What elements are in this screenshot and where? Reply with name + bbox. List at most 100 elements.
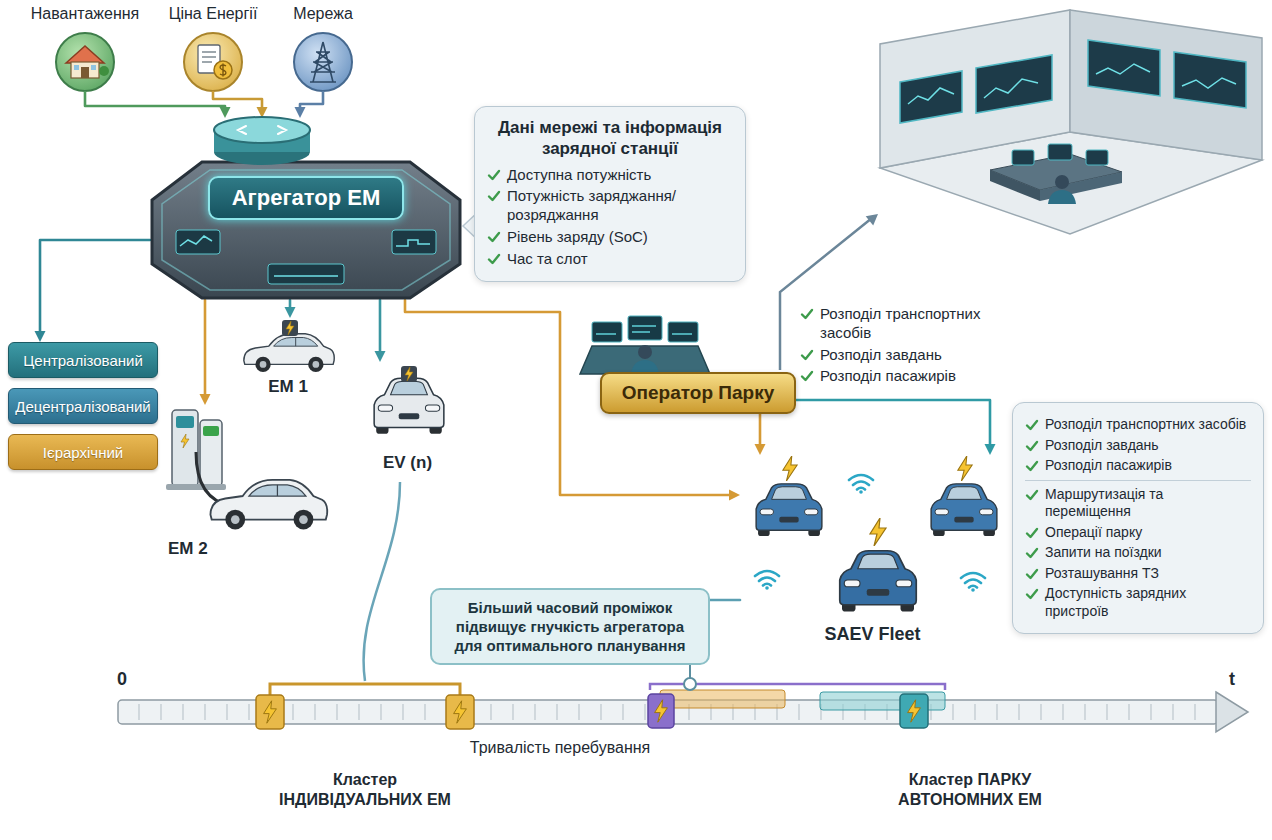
connector-line — [796, 400, 990, 446]
check-item: Запити на поїздки — [1025, 544, 1251, 562]
connector-line — [759, 414, 762, 446]
connector-line — [379, 300, 382, 353]
individual-vehicles-part — [286, 321, 294, 335]
mode-label: Централізований — [23, 352, 143, 369]
source-icon-node: Мережа — [273, 4, 373, 92]
check-item: Потужність заряджання/ розряджання — [487, 187, 733, 225]
control-room-part — [1012, 150, 1034, 165]
check-mark — [1025, 587, 1039, 601]
load-icon-part — [91, 65, 96, 70]
check-mark-stroke — [1027, 529, 1037, 537]
individual-cluster-marks-part — [256, 695, 284, 729]
source-icon-node: Ціна Енергії — [157, 4, 269, 92]
mode-button: Централізований — [8, 342, 158, 378]
check-item: Доступна потужність — [487, 166, 733, 185]
operator-badge: Оператор Парку — [600, 372, 796, 414]
operator-desk-part — [596, 326, 692, 334]
individual-vehicles-part — [172, 410, 198, 486]
operator-desk — [580, 316, 710, 374]
price-icon-part — [202, 52, 216, 62]
price-icon — [184, 33, 242, 91]
individual-vehicles-part — [374, 378, 444, 433]
mode-button: Ієрархічний — [8, 434, 158, 470]
individual-cluster-marks-part — [264, 701, 277, 723]
mode-label: Децентралізований — [15, 398, 150, 415]
check-mark-stroke — [1027, 442, 1037, 450]
connector-line — [213, 92, 262, 109]
check-item-text: Розподіл завдань — [820, 346, 942, 365]
annotation-label: Кластер ПАРКУ АВТОНОМНИХ ЕМ — [860, 770, 1080, 810]
check-mark — [1025, 526, 1039, 540]
control-room-part — [1088, 40, 1160, 96]
control-room-part — [1055, 175, 1069, 189]
autonomous-fleet-part — [783, 456, 797, 481]
check-mark — [487, 168, 501, 182]
connector — [35, 240, 151, 342]
connector-line — [300, 92, 323, 109]
individual-vehicles-part — [401, 366, 417, 382]
autonomous-fleet — [755, 456, 997, 612]
connector — [796, 400, 996, 455]
check-mark-stroke — [489, 233, 499, 241]
aggregator-shape-part — [392, 230, 436, 254]
info-panel: Дані мережі та інформація зарядної станц… — [474, 106, 746, 282]
check-item-text: Розподіл транспортних засобів — [820, 305, 1015, 343]
check-mark — [1025, 459, 1039, 473]
load-icon-part — [66, 46, 104, 63]
vehicle-node: ЕМ 2 — [160, 405, 335, 560]
price-icon-part — [184, 33, 242, 91]
individual-cluster-marks-part — [446, 695, 474, 729]
price-icon-part — [220, 64, 226, 77]
annotation-label: Тривалість перебування — [445, 738, 675, 758]
check-item: Розподіл транспортних засобів — [800, 305, 1015, 343]
check-mark — [800, 307, 814, 321]
autonomous-fleet-part — [931, 484, 997, 536]
check-item-text: Маршрутизація та переміщення — [1045, 486, 1251, 521]
check-mark-stroke — [489, 171, 499, 179]
price-icon-part — [214, 61, 232, 79]
aggregator-title: Агрегатор ЕМ — [208, 176, 405, 220]
individual-vehicles-part — [166, 484, 226, 490]
annotation-label: Кластер ІНДИВІДУАЛЬНИХ ЕМ — [265, 770, 465, 810]
control-room-part — [1070, 10, 1262, 160]
control-room-part — [976, 55, 1052, 113]
individual-cluster-marks-part — [454, 701, 467, 723]
panel-heading: Дані мережі та інформація зарядної станц… — [487, 117, 733, 160]
operator-room-arrow-part — [866, 214, 878, 226]
individual-vehicles-part — [210, 480, 327, 530]
check-item: Розподіл завдань — [1025, 437, 1251, 455]
load-icon-part — [74, 65, 79, 70]
connector — [200, 300, 211, 405]
vehicle-label: EV (n) — [383, 452, 432, 474]
control-room-part — [1048, 144, 1072, 160]
source-icon-node: Навантаження — [25, 4, 145, 92]
check-item: Доступність зарядних пристроїв — [1025, 585, 1251, 620]
aggregator-text-column: Агрегатор ЕМ — [150, 176, 462, 220]
control-room-part — [908, 64, 1236, 104]
icon-label: Навантаження — [31, 4, 140, 24]
check-mark-stroke — [1027, 421, 1037, 429]
check-item: Розподіл завдань — [800, 346, 1015, 365]
connector — [285, 300, 296, 318]
check-item-text: Розподіл пасажирів — [820, 367, 956, 386]
aggregator-shape-part — [180, 236, 430, 276]
vehicle-node: EV (n) — [360, 362, 455, 474]
operator-label: Оператор Парку — [622, 382, 774, 404]
control-room-part — [880, 10, 1070, 168]
grid-icon — [294, 33, 352, 91]
check-mark — [1025, 488, 1039, 502]
aggregator-hub: Агрегатор ЕМ — [150, 118, 462, 300]
arrow-head — [375, 351, 386, 362]
check-item: Розташування ТЗ — [1025, 565, 1251, 583]
grid-icon-part — [294, 33, 352, 91]
callout-box: Більший часовий проміжок підвищує гнучкі… — [430, 588, 710, 665]
check-mark-stroke — [489, 255, 499, 263]
vehicle-label: ЕМ 1 — [268, 376, 308, 398]
autonomous-fleet-part — [961, 573, 985, 592]
check-mark-stroke — [1027, 491, 1037, 499]
info-panel: Розподіл транспортних засобівРозподіл за… — [1012, 402, 1264, 634]
connector — [755, 414, 766, 455]
individual-vehicles-part — [282, 320, 298, 336]
check-mark — [1025, 567, 1039, 581]
